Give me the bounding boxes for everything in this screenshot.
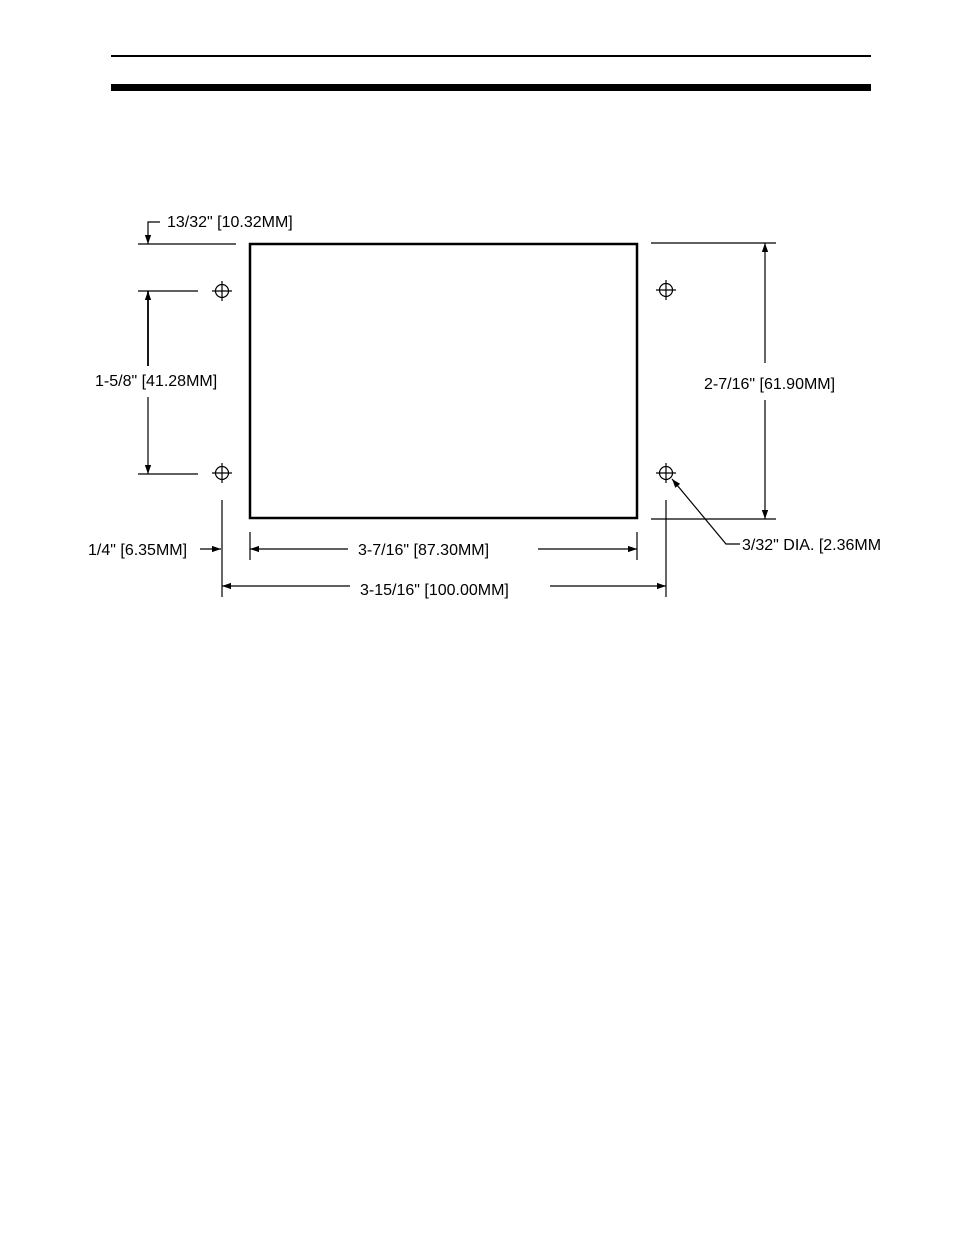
dimension-cutout-width: 3-7/16" [87.30MM] [250,532,637,560]
dimension-left-offset-label: 1/4" [6.35MM] [88,542,187,559]
dimension-cutout-width-label: 3-7/16" [87.30MM] [358,542,489,559]
dimension-top-offset-label: 13/32" [10.32MM] [167,214,293,231]
dimension-overall-width-label: 3-15/16" [100.00MM] [360,582,509,599]
mounting-hole-upper-right [656,280,676,300]
dimension-top-offset: 13/32" [10.32MM] [138,214,293,244]
dimension-hole-spacing-vertical-label: 1-5/8" [41.28MM] [95,373,217,390]
dimension-overall-height-label: 2-7/16" [61.90MM] [704,376,835,393]
panel-cutout-outline [250,244,637,518]
mounting-hole-lower-left [212,463,232,483]
mounting-hole-upper-left [212,281,232,301]
dimension-hole-spacing-vertical: 1-5/8" [41.28MM] [95,291,217,474]
dimension-hole-diameter-label: 3/32" DIA. [2.36MM [742,537,881,554]
dimension-left-offset: 1/4" [6.35MM] [88,500,222,597]
dimension-hole-diameter: 3/32" DIA. [2.36MM [672,479,881,554]
dimension-overall-height: 2-7/16" [61.90MM] [651,243,835,519]
